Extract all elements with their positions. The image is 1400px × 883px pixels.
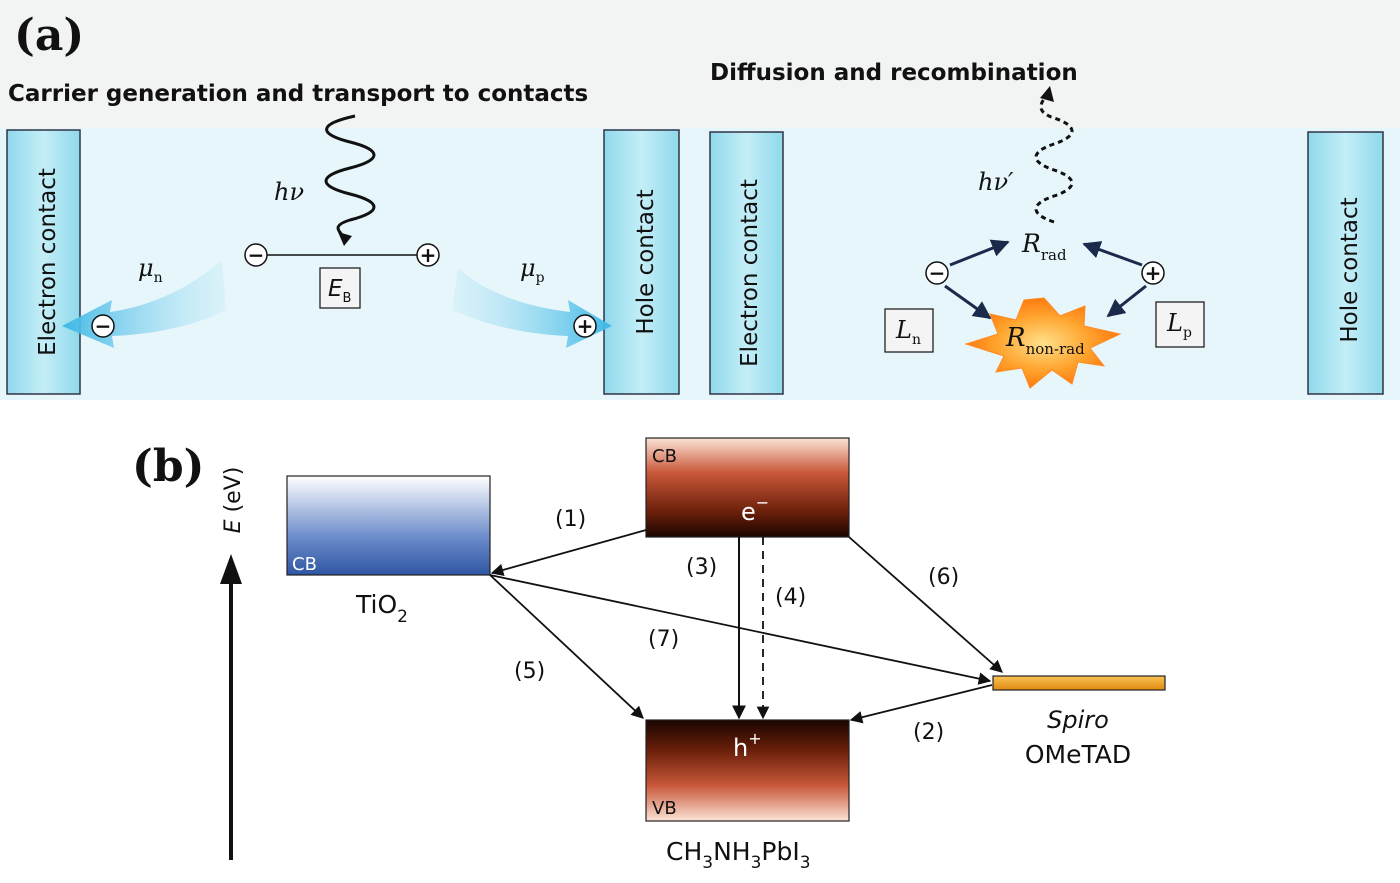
left-subpanel: Carrier generation and transport to cont… bbox=[6, 81, 680, 395]
electron-contact-right-label: Electron contact bbox=[737, 179, 763, 367]
process-5-label: (5) bbox=[514, 659, 545, 684]
electron-charge-right bbox=[925, 261, 949, 285]
tio2-name: TiO2 bbox=[355, 590, 408, 627]
hole-to-rrad-arrow bbox=[1082, 241, 1143, 267]
nonrad-burst bbox=[964, 297, 1122, 389]
panel-b: (b) E (eV) CB TiO2 CB e− VB h+ CH3NH3PbI… bbox=[132, 437, 1166, 873]
panel-a-background bbox=[0, 128, 1400, 400]
perovskite-cb-block bbox=[645, 437, 850, 538]
electron-charge-contact bbox=[91, 314, 115, 338]
perovskite-vb-label: VB bbox=[652, 798, 677, 819]
emitted-photon-arrowhead bbox=[1040, 86, 1054, 102]
lp-box bbox=[1155, 301, 1205, 348]
panel-b-label: (b) bbox=[132, 441, 204, 492]
hole-symbol: h+ bbox=[733, 729, 762, 762]
hole-charge-right bbox=[1141, 261, 1165, 285]
spiro-bar bbox=[992, 675, 1166, 691]
tio2-block bbox=[286, 475, 491, 576]
hole-charge-contact-sign: + bbox=[577, 314, 594, 338]
perovskite-cb-label: CB bbox=[652, 446, 677, 467]
spiro-label-line2: OMeTAD bbox=[1025, 740, 1131, 769]
photon-wave-absorbed bbox=[324, 114, 376, 239]
process-3-label: (3) bbox=[686, 555, 717, 580]
binding-energy-box bbox=[319, 267, 361, 309]
hole-to-rnonrad-arrow bbox=[1106, 284, 1147, 318]
ln-label: Ln bbox=[895, 316, 921, 348]
electron-contact-right bbox=[709, 131, 784, 395]
process-7-arrow bbox=[489, 574, 992, 685]
energy-axis-arrowhead bbox=[220, 554, 242, 584]
process-5-arrow bbox=[489, 574, 644, 719]
process-6-arrow bbox=[848, 536, 1003, 673]
process-1-label: (1) bbox=[555, 507, 586, 532]
electron-symbol: e− bbox=[741, 493, 769, 526]
process-7-label: (7) bbox=[648, 627, 679, 652]
process-2-arrow bbox=[849, 684, 993, 724]
hole-charge-right-sign: + bbox=[1145, 261, 1162, 285]
right-subpanel: Diffusion and recombination Electron con… bbox=[709, 60, 1384, 395]
photon-wave-emitted bbox=[1034, 95, 1074, 224]
right-title: Diffusion and recombination bbox=[710, 60, 1078, 86]
binding-energy-label: EB bbox=[328, 276, 351, 306]
hole-contact-right bbox=[1307, 131, 1384, 395]
photon-arrowhead bbox=[338, 232, 352, 246]
ln-box bbox=[884, 308, 934, 353]
photon-label: hν bbox=[274, 178, 304, 206]
hole-charge-contact bbox=[573, 314, 597, 338]
spiro-label-line1: Spiro bbox=[1047, 706, 1109, 734]
electron-charge-top bbox=[244, 243, 268, 267]
left-title: Carrier generation and transport to cont… bbox=[8, 81, 588, 107]
process-1-arrow bbox=[490, 529, 647, 577]
electron-charge-right-sign: − bbox=[929, 261, 946, 285]
electron-to-rnonrad-arrow bbox=[944, 284, 992, 320]
process-4-label: (4) bbox=[775, 585, 806, 610]
panel-a-header-band bbox=[0, 0, 1400, 128]
hole-contact-left bbox=[603, 129, 680, 395]
hole-charge-top-sign: + bbox=[420, 243, 437, 267]
electron-to-rrad-arrow bbox=[949, 239, 1010, 267]
electron-charge-contact-sign: − bbox=[95, 314, 112, 338]
panel-a-label: (a) bbox=[14, 10, 84, 61]
process-6-label: (6) bbox=[928, 565, 959, 590]
perovskite-formula: CH3NH3PbI3 bbox=[666, 837, 811, 873]
emitted-photon-label: hν′ bbox=[978, 168, 1014, 196]
energy-axis-label: E (eV) bbox=[221, 467, 246, 534]
hole-contact-left-label: Hole contact bbox=[633, 189, 659, 334]
process-2-label: (2) bbox=[913, 720, 944, 745]
electron-contact-left bbox=[6, 129, 81, 395]
mu-p-label: μp bbox=[520, 254, 545, 286]
electron-charge-top-sign: − bbox=[248, 243, 265, 267]
mu-n-label: μn bbox=[138, 254, 163, 286]
perovskite-vb-block bbox=[645, 719, 850, 822]
lp-label: Lp bbox=[1166, 309, 1192, 341]
panel-a: (a) Carrier generation and transport to … bbox=[0, 0, 1400, 400]
tio2-cb-label: CB bbox=[292, 554, 317, 575]
r-nonrad-label: Rnon-rad bbox=[1005, 323, 1085, 358]
r-rad-label: Rrad bbox=[1021, 229, 1067, 264]
hole-charge-top bbox=[416, 243, 440, 267]
hole-contact-right-label: Hole contact bbox=[1337, 197, 1363, 342]
electron-contact-left-label: Electron contact bbox=[35, 168, 61, 356]
hole-transport-arrow bbox=[452, 268, 612, 348]
